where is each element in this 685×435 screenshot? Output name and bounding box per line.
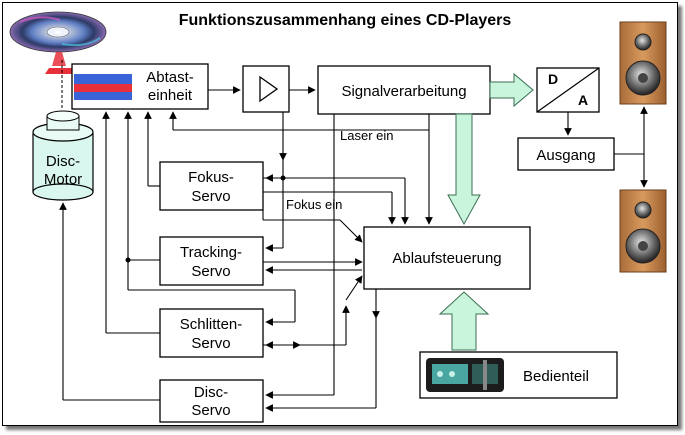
abtasteinheit-block: Abtast- einheit: [71, 63, 209, 110]
signal-label: Signalverarbeitung: [341, 83, 466, 100]
fokus-servo-block: Fokus- Servo: [159, 161, 264, 211]
signalverarbeitung-block: Signalverarbeitung: [317, 65, 491, 115]
disc-motor-label-2: Motor: [44, 171, 82, 188]
fat-arrow-bedien-to-ablauf: [438, 291, 490, 351]
fokus-ein-label: Fokus ein: [286, 197, 342, 212]
abtast-label-1: Abtast-: [146, 69, 194, 86]
disc-servo-block: Disc- Servo: [159, 379, 264, 423]
amplifier-block: [242, 65, 290, 113]
amplifier-triangle-icon: [259, 75, 279, 103]
fat-arrow-signal-to-ablauf: [447, 113, 481, 226]
disc-servo-label-1: Disc-: [194, 384, 228, 401]
da-converter-block: D A: [536, 67, 600, 113]
schlitten-label-1: Schlitten-: [180, 316, 243, 333]
da-label-d: D: [548, 71, 558, 87]
schlitten-label-2: Servo: [191, 335, 230, 352]
fokus-label-2: Servo: [191, 188, 230, 205]
diagram-title: Funktionszusammenhang eines CD-Players: [179, 12, 512, 29]
abtast-label-2: einheit: [148, 87, 193, 104]
speaker-icon: [619, 189, 667, 273]
laser-ein-label: Laser ein: [340, 128, 393, 143]
fat-arrow-signal-to-da: [489, 72, 534, 108]
disc-motor-block: Disc- Motor: [32, 110, 94, 201]
remote-control-icon: [426, 358, 504, 392]
disc-servo-label-2: Servo: [191, 402, 230, 419]
ausgang-block: Ausgang: [517, 137, 615, 171]
tracking-servo-block: Tracking- Servo: [159, 236, 264, 286]
ablaufsteuerung-block: Ablaufsteuerung: [363, 226, 531, 290]
tracking-label-1: Tracking-: [180, 244, 242, 261]
tracking-label-2: Servo: [191, 263, 230, 280]
ablauf-label: Ablaufsteuerung: [392, 250, 501, 267]
speaker-icon: [619, 21, 667, 105]
disc-motor-label-1: Disc-: [46, 153, 80, 170]
cd-disc-icon: [9, 11, 107, 53]
bedienteil-block: Bedienteil: [419, 351, 618, 399]
bedien-label: Bedienteil: [523, 368, 589, 385]
ausgang-label: Ausgang: [536, 147, 595, 164]
da-label-a: A: [578, 92, 588, 108]
schlitten-servo-block: Schlitten- Servo: [159, 308, 264, 358]
fokus-label-1: Fokus-: [188, 169, 234, 186]
